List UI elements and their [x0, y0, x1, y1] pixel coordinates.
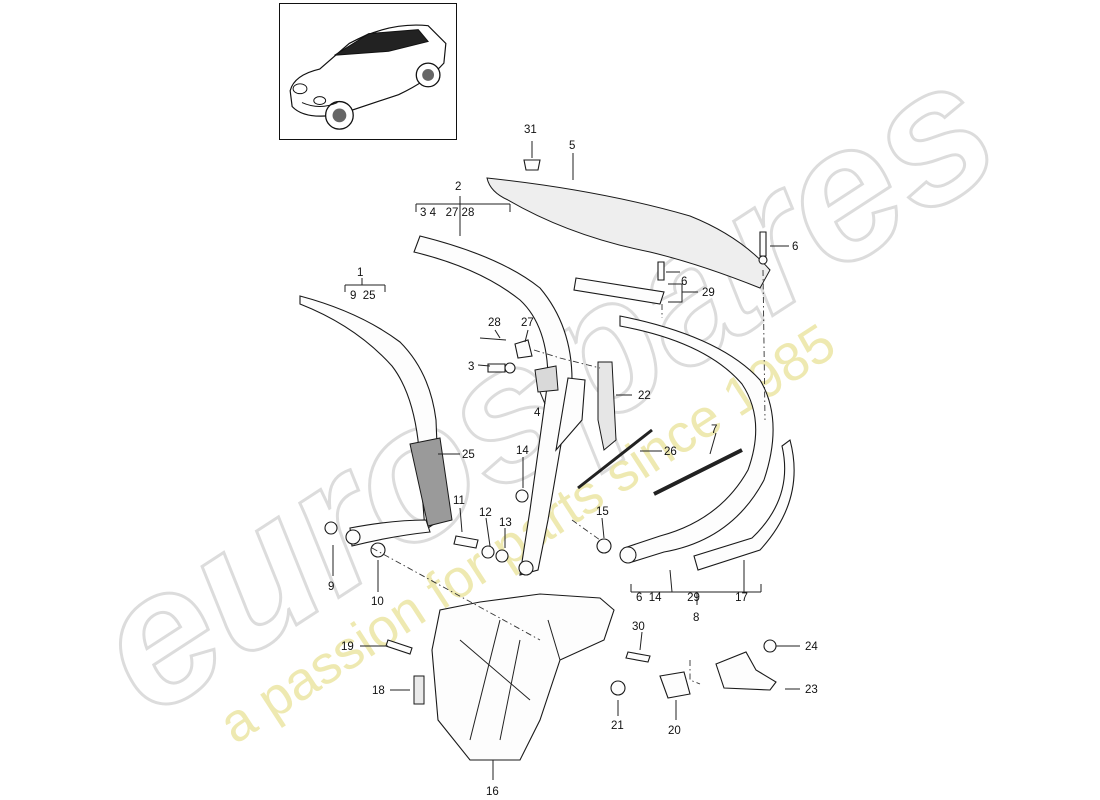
- alignment-lines: [371, 269, 766, 685]
- callout-31: 31: [524, 124, 537, 136]
- callout-10: 10: [371, 596, 384, 608]
- part-3-bolt: [487, 362, 516, 374]
- callout-6-upper: 6: [792, 241, 798, 253]
- part-2-main-bow-arm: [413, 235, 586, 576]
- callout-2-sub: 3 4 27 28: [420, 207, 474, 219]
- part-7-gas-strut: [653, 448, 743, 496]
- part-6-bolt-upper: [758, 231, 768, 265]
- part-24-nut: [763, 639, 777, 653]
- callout-30: 30: [632, 621, 645, 633]
- part-13-spacer: [495, 549, 509, 563]
- leader-lines: [332, 141, 800, 780]
- callout-8: 8: [693, 612, 699, 624]
- callout-28: 28: [488, 317, 501, 329]
- callout-1: 1: [357, 267, 363, 279]
- callout-20: 20: [668, 725, 681, 737]
- part-5-rear-bow-cover: [486, 177, 771, 289]
- callout-24: 24: [805, 641, 818, 653]
- part-30-bolt: [625, 651, 651, 663]
- callout-13: 13: [499, 517, 512, 529]
- callout-29: 29: [702, 287, 715, 299]
- callout-25: 25: [462, 449, 475, 461]
- part-28-pin: [479, 337, 507, 341]
- part-26-link-rod: [577, 428, 653, 490]
- part-9-nut: [324, 521, 338, 535]
- callout-5: 5: [569, 140, 575, 152]
- part-16-hinge-console: [431, 593, 615, 761]
- part-27-clip: [514, 339, 533, 359]
- callout-6-middle: 6: [681, 276, 687, 288]
- callout-23: 23: [805, 684, 818, 696]
- part-12-washer: [481, 545, 495, 559]
- part-23-bracket: [715, 651, 777, 691]
- callout-labels: 1 9 25 2 3 4 27 28 3 4 5 6 6 7 8 6 14 29…: [328, 124, 818, 798]
- callout-7: 7: [711, 424, 717, 436]
- callout-19: 19: [341, 641, 354, 653]
- part-10-bushing: [370, 542, 386, 558]
- callout-26: 26: [664, 446, 677, 458]
- part-22-bracket: [597, 361, 617, 451]
- callout-8-sub: 6 14 29 17: [636, 592, 748, 604]
- part-15-bushing: [596, 538, 612, 554]
- callout-14: 14: [516, 445, 529, 457]
- car-thumbnail: [279, 3, 457, 140]
- callout-3: 3: [468, 361, 474, 373]
- part-18-pad: [413, 675, 425, 705]
- part-8-rear-bow: [619, 315, 774, 564]
- callout-1-sub: 9 25: [350, 290, 376, 302]
- part-11-bolt: [453, 535, 479, 549]
- callout-22: 22: [638, 390, 651, 402]
- callout-15: 15: [596, 506, 609, 518]
- callout-21: 21: [611, 720, 624, 732]
- part-31-cap: [523, 159, 541, 171]
- callout-12: 12: [479, 507, 492, 519]
- part-20-latch: [659, 671, 691, 699]
- callout-16: 16: [486, 786, 499, 798]
- part-14-nut: [515, 489, 529, 503]
- callout-11: 11: [453, 495, 465, 507]
- callout-18: 18: [372, 685, 385, 697]
- callout-2: 2: [455, 181, 461, 193]
- part-29-strip: [573, 277, 665, 305]
- callout-4: 4: [534, 407, 541, 419]
- part-4-bracket: [534, 365, 559, 393]
- part-25-mesh-strip: [409, 437, 453, 527]
- part-21-nut: [610, 680, 626, 696]
- part-6-bolt-middle: [657, 261, 665, 281]
- part-17-seal-strip: [693, 439, 795, 571]
- callout-27: 27: [521, 317, 534, 329]
- part-19-screw: [385, 639, 413, 655]
- convertible-car-illustration: [289, 24, 447, 130]
- callout-9: 9: [328, 581, 334, 593]
